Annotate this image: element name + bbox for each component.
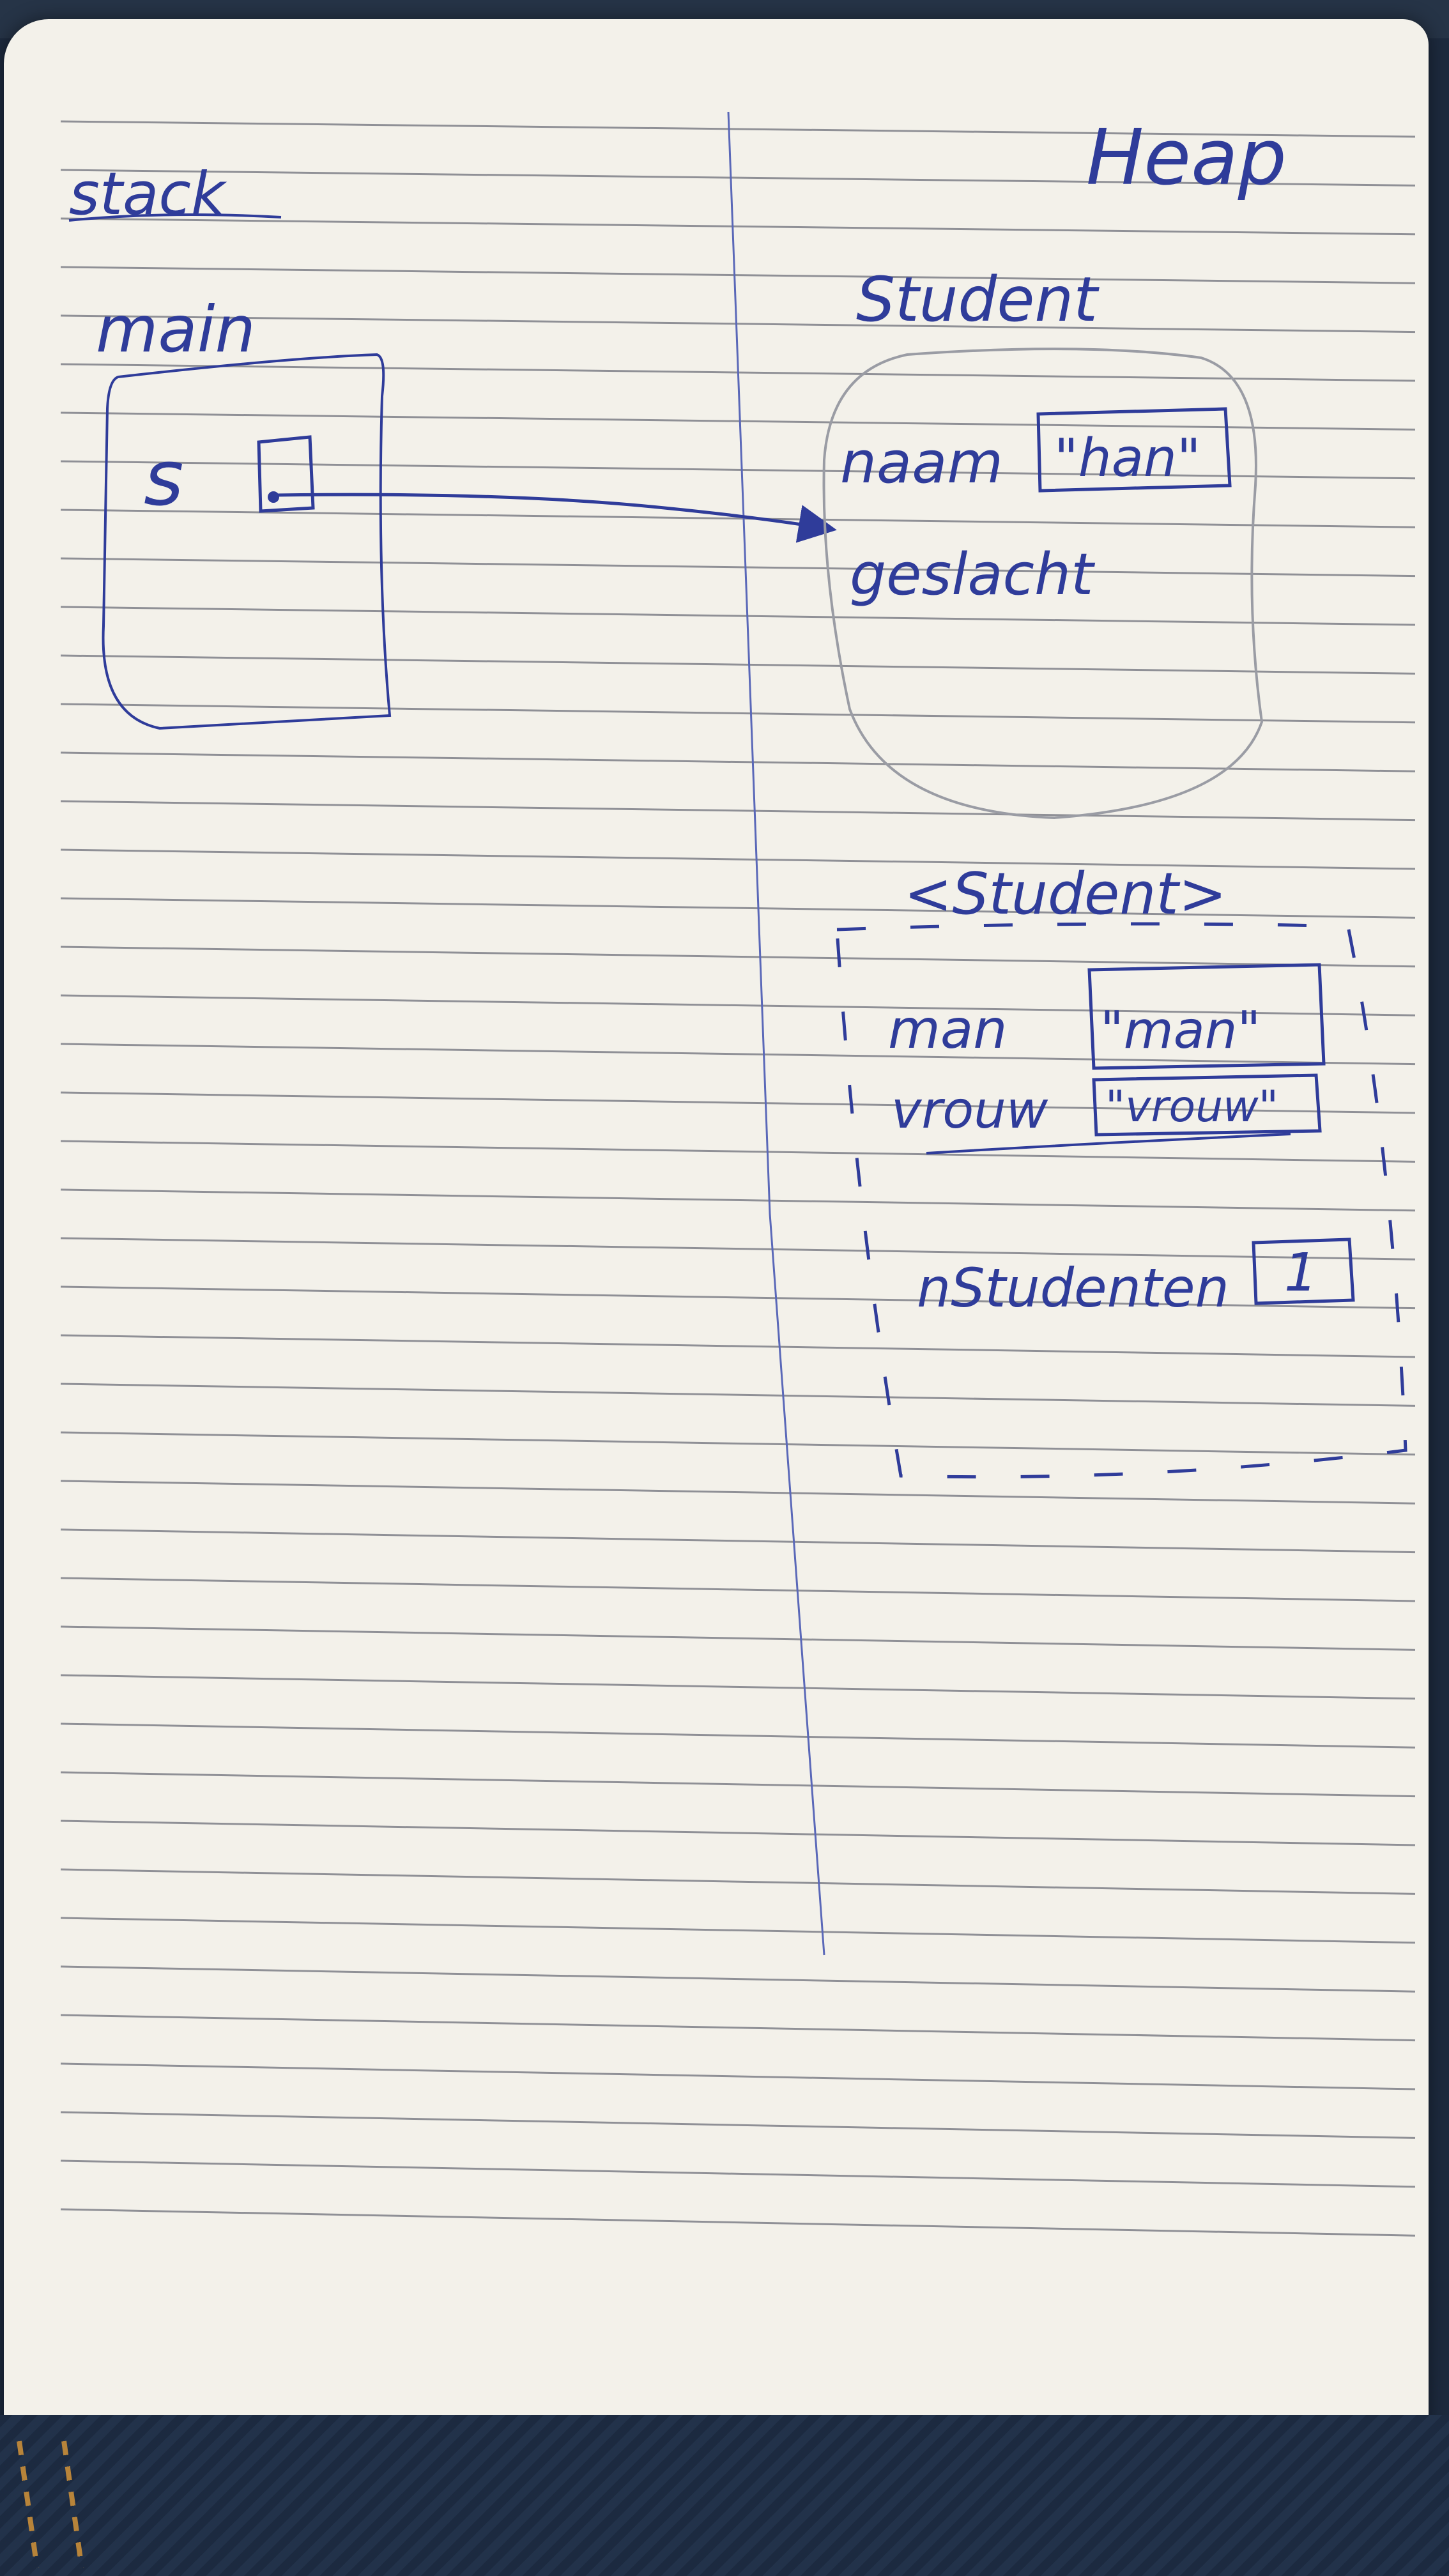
student-class-dashed-box — [835, 922, 1407, 1479]
ruled-line — [60, 1043, 1416, 1066]
field-naam-value: "han" — [1054, 428, 1201, 489]
ruled-line — [60, 946, 1416, 968]
ruled-line — [60, 1480, 1416, 1505]
ruled-line — [60, 557, 1416, 578]
field-man-value: "man" — [1100, 1000, 1261, 1060]
ruled-line — [60, 1674, 1416, 1700]
ruled-line — [60, 1625, 1416, 1651]
ruled-line — [60, 266, 1416, 284]
reference-cell — [257, 435, 315, 513]
stack-heap-divider — [727, 111, 825, 1956]
ruled-line — [60, 2208, 1416, 2237]
ruled-line — [60, 994, 1416, 1016]
ruled-line — [60, 411, 1416, 431]
student-object-box — [822, 348, 1264, 820]
field-nstudenten-label: nStudenten — [917, 1257, 1229, 1319]
field-naam-label: naam — [840, 429, 1003, 496]
field-vrouw-value-box — [1092, 1073, 1322, 1137]
reference-arrow — [275, 493, 837, 543]
main-stack-frame — [102, 353, 392, 730]
stack-header: stack — [69, 160, 227, 228]
ruled-line — [60, 169, 1416, 187]
reference-dot — [268, 491, 279, 503]
ruled-line — [60, 314, 1416, 334]
field-man-value-box — [1087, 963, 1326, 1070]
ruled-line — [60, 1334, 1416, 1358]
ruled-line — [60, 2062, 1416, 2090]
field-vrouw-value: "vrouw" — [1105, 1082, 1278, 1132]
ruled-line — [60, 2111, 1416, 2139]
ruled-line — [60, 606, 1416, 626]
field-geslacht-label: geslacht — [850, 541, 1096, 608]
field-vrouw-label: vrouw — [891, 1080, 1048, 1140]
ruled-line — [60, 120, 1416, 138]
ruled-line — [60, 751, 1416, 772]
ruled-line — [60, 1771, 1416, 1798]
ruled-line — [60, 1965, 1416, 1993]
ruled-line — [60, 460, 1416, 480]
ruled-line — [60, 1237, 1416, 1261]
field-nstudenten-value: 1 — [1284, 1243, 1317, 1303]
ruled-line — [60, 1577, 1416, 1602]
ruled-line — [60, 1868, 1416, 1895]
field-man-label: man — [888, 998, 1008, 1061]
ruled-line — [60, 1917, 1416, 1944]
ruled-line — [60, 1285, 1416, 1310]
vrouw-underline — [926, 1133, 1291, 1154]
ruled-line — [60, 217, 1416, 236]
ruled-line — [60, 800, 1416, 822]
ruled-line — [60, 1431, 1416, 1456]
field-naam-value-box — [1036, 407, 1232, 493]
ruled-line — [60, 1140, 1416, 1163]
main-frame-label: main — [96, 292, 256, 367]
ruled-line — [60, 848, 1416, 870]
background-fabric-bottom — [0, 2415, 1449, 2576]
ruled-line — [60, 897, 1416, 919]
ruled-line — [60, 1528, 1416, 1554]
student-object-label: Student — [856, 264, 1100, 335]
ruled-line — [60, 654, 1416, 675]
ruled-line — [60, 509, 1416, 528]
ruled-line — [60, 1188, 1416, 1212]
stack-header-underline — [68, 213, 282, 222]
ruled-line — [60, 1722, 1416, 1749]
variable-s-label: s — [144, 434, 184, 523]
ruled-lines — [60, 120, 1416, 2237]
field-nstudenten-value-box — [1252, 1238, 1355, 1305]
student-class-label: <Student> — [904, 861, 1227, 928]
heap-header: Heap — [1086, 114, 1287, 203]
ruled-line — [60, 2159, 1416, 2188]
ruled-line — [60, 703, 1416, 724]
ruled-line — [60, 1091, 1416, 1114]
ruled-line — [60, 1820, 1416, 1846]
ruled-line — [60, 1383, 1416, 1407]
ruled-line — [60, 2014, 1416, 2042]
